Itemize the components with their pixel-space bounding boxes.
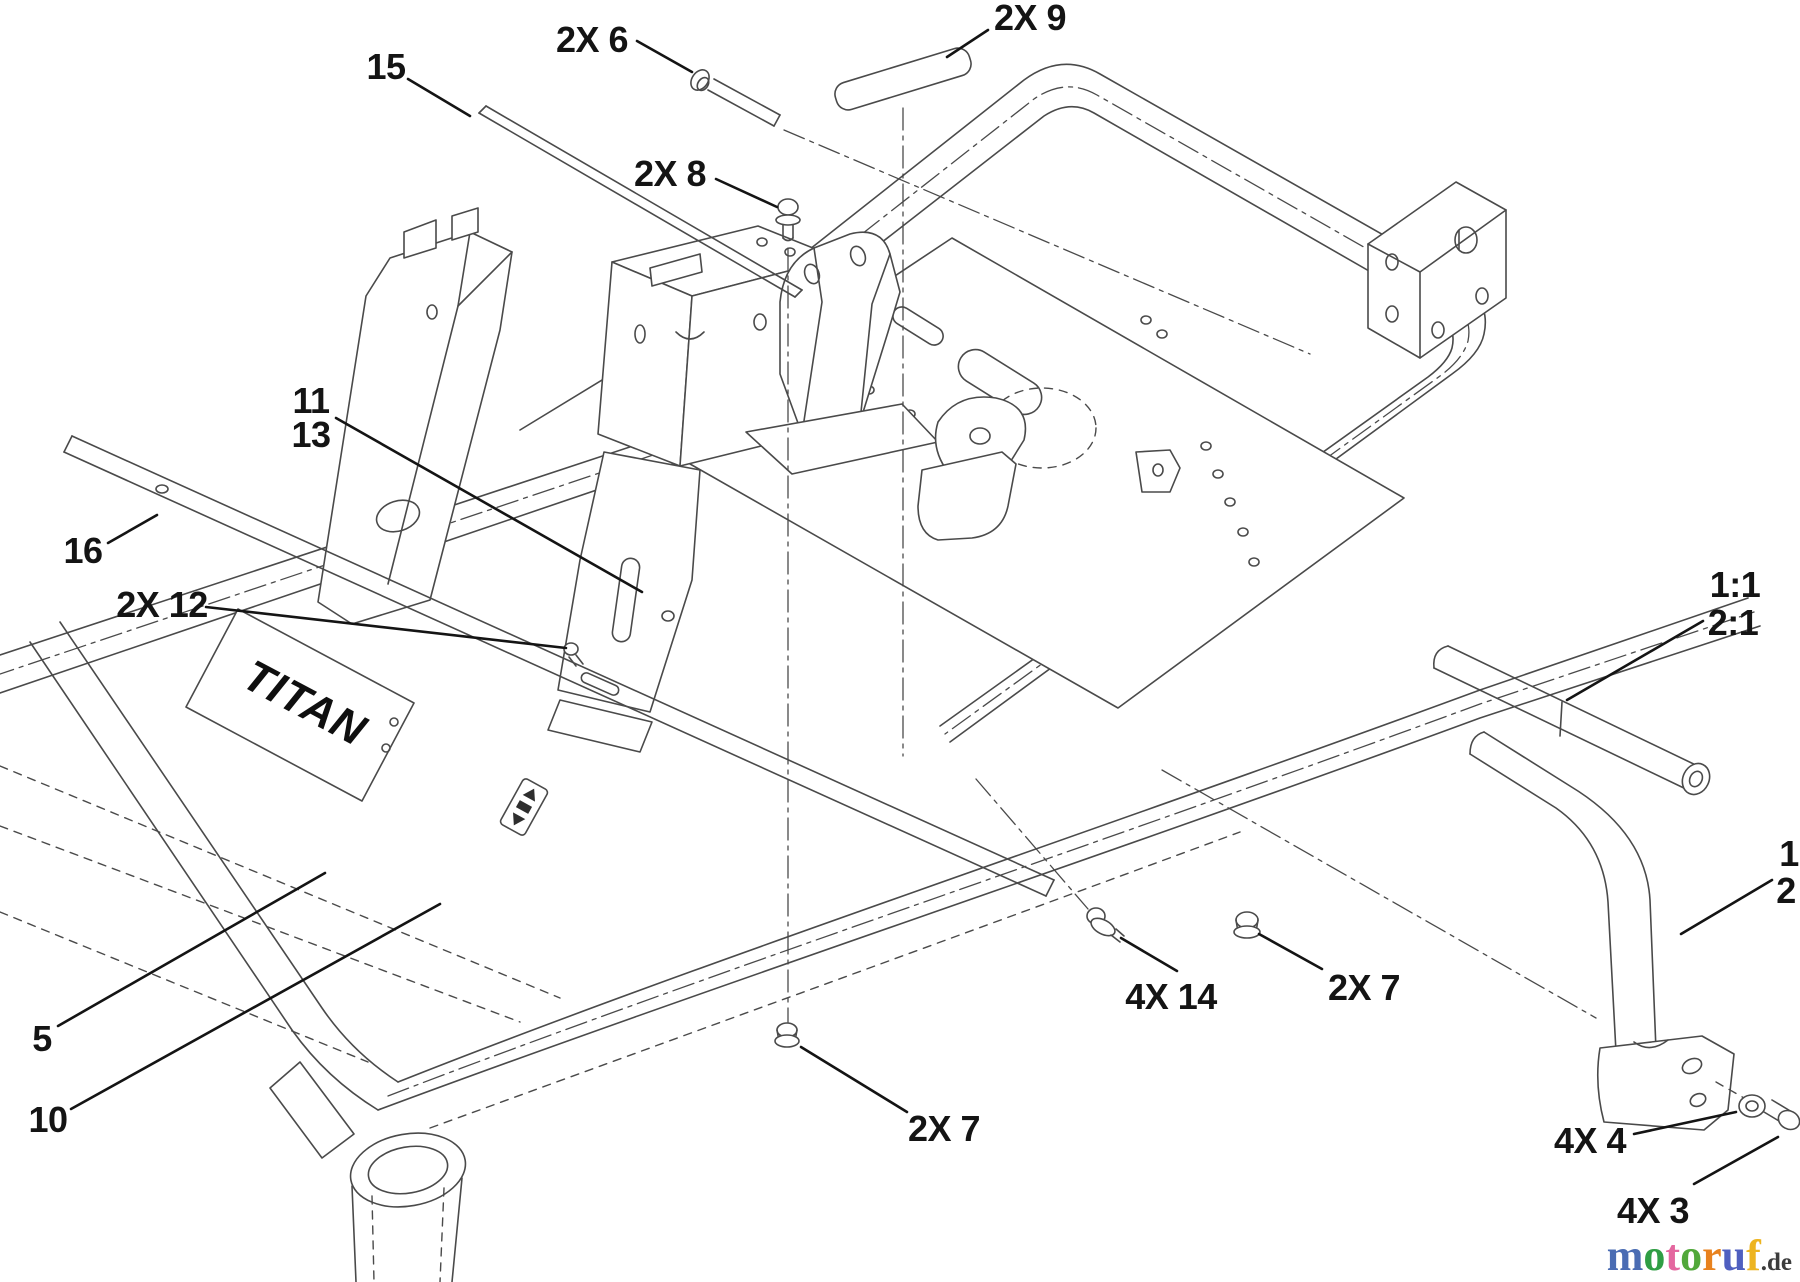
leader-part-4 xyxy=(1632,1110,1738,1136)
decal-part-10 xyxy=(499,778,549,836)
callout-part-7-bottom: 2X 7 xyxy=(908,1108,980,1149)
detail-tube xyxy=(1432,645,1711,796)
watermark-motoruf[interactable]: motoruf.de xyxy=(1607,1234,1792,1278)
leader-part-14 xyxy=(1119,936,1179,973)
watermark-letter: f xyxy=(1746,1231,1761,1280)
leader-part-15 xyxy=(406,77,472,118)
watermark-suffix: .de xyxy=(1760,1249,1792,1276)
watermark-letter: m xyxy=(1606,1231,1644,1280)
watermark-letter: t xyxy=(1665,1231,1681,1280)
caster-bracket xyxy=(745,231,1027,541)
leader-detail-2to1 xyxy=(1565,619,1705,702)
leader-part-11 xyxy=(334,416,644,594)
watermark-letters: motoruf xyxy=(1607,1231,1761,1280)
leader-part-7-right xyxy=(1257,932,1324,971)
watermark-letter: o xyxy=(1680,1231,1703,1280)
strip-15 xyxy=(478,105,803,298)
brand-panel xyxy=(185,608,415,802)
callout-part-14: 4X 14 xyxy=(1125,976,1217,1017)
callout-part-10: 10 xyxy=(28,1099,67,1140)
callout-detail-2to1: 2:1 xyxy=(1708,602,1759,643)
strip-16 xyxy=(63,435,1055,897)
left-tower xyxy=(317,207,513,625)
callout-part-1: 1 xyxy=(1779,833,1799,874)
caster-socket xyxy=(269,1061,467,1282)
leader-part-3 xyxy=(1692,1135,1780,1186)
callout-part-12: 2X 12 xyxy=(116,584,208,625)
callout-part-15: 15 xyxy=(366,46,406,87)
leader-part-6 xyxy=(635,39,694,74)
leader-part-7-bottom xyxy=(799,1045,909,1114)
callout-part-2: 2 xyxy=(1776,870,1796,911)
leader-part-2 xyxy=(1679,878,1774,936)
leader-part-8 xyxy=(714,177,779,209)
corner-bracket xyxy=(1367,181,1507,359)
callout-part-3: 4X 3 xyxy=(1617,1190,1689,1231)
left-rails xyxy=(0,440,1761,1129)
watermark-letter: o xyxy=(1643,1231,1666,1280)
bracket-plate-11-13 xyxy=(547,451,701,753)
handle-tube xyxy=(1469,731,1800,1131)
callout-detail-1to1: 1:1 xyxy=(1710,564,1761,605)
callout-part-4: 4X 4 xyxy=(1554,1120,1627,1161)
leader-part-9 xyxy=(945,28,990,59)
leader-part-16 xyxy=(106,513,159,545)
leader-part-12 xyxy=(204,605,568,650)
callout-part-13: 13 xyxy=(291,414,330,455)
leader-part-5 xyxy=(56,871,327,1028)
callout-part-6: 2X 6 xyxy=(556,19,628,60)
callout-part-11: 11 xyxy=(292,380,330,421)
watermark-letter: r xyxy=(1702,1231,1722,1280)
callout-part-8: 2X 8 xyxy=(634,153,706,194)
callout-part-5: 5 xyxy=(32,1018,52,1059)
callout-part-7-right: 2X 7 xyxy=(1328,967,1400,1008)
fasteners xyxy=(563,47,1597,1048)
callout-part-16: 16 xyxy=(63,530,102,571)
watermark-letter: u xyxy=(1721,1231,1747,1280)
leader-part-10 xyxy=(69,902,442,1111)
callout-part-9: 2X 9 xyxy=(994,0,1066,38)
frame-line-art xyxy=(0,47,1800,1282)
